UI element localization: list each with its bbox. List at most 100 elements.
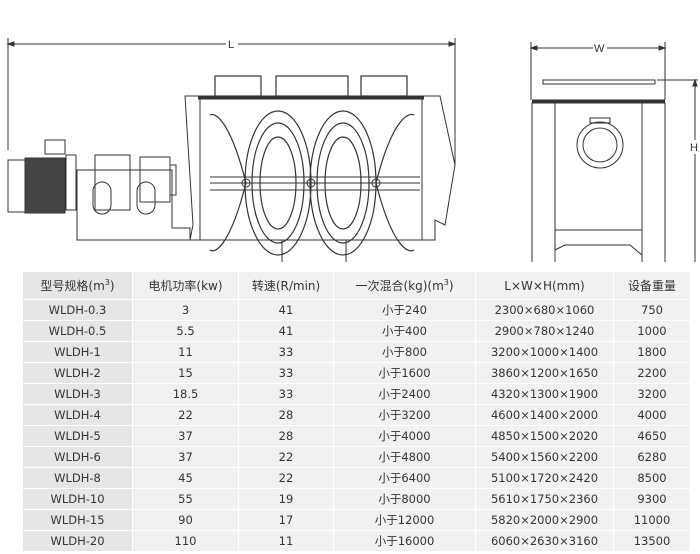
cell-dimensions: 5820×2000×2900 (475, 509, 614, 531)
length-dimension: L (6, 38, 457, 165)
cell-batch-capacity: 小于400 (333, 320, 476, 342)
cell-model: WLDH-3 (22, 383, 133, 405)
table-header-row: 型号规格(m3) 电机功率(kw) 转速(R/min) 一次混合(kg)(m3)… (22, 271, 691, 300)
cell-batch-capacity: 小于800 (333, 341, 476, 363)
cell-weight: 4650 (613, 425, 691, 447)
cell-speed: 17 (238, 509, 334, 531)
cell-speed: 28 (238, 425, 334, 447)
header-speed: 转速(R/min) (238, 271, 334, 300)
cell-dimensions: 5400×1560×2200 (475, 446, 614, 468)
header-batch-capacity: 一次混合(kg)(m3) (333, 271, 476, 300)
cell-model: WLDH-0.5 (22, 320, 133, 342)
cell-weight: 1000 (613, 320, 691, 342)
length-label: L (228, 39, 234, 51)
cell-batch-capacity: 小于8000 (333, 488, 476, 510)
mixer-technical-drawing: L W (6, 38, 698, 262)
cell-weight: 3200 (613, 383, 691, 405)
cell-dimensions: 6060×2630×3160 (475, 530, 614, 552)
cell-weight: 11000 (613, 509, 691, 531)
cell-speed: 28 (238, 404, 334, 426)
cell-batch-capacity: 小于240 (333, 299, 476, 321)
cell-dimensions: 4600×1400×2000 (475, 404, 614, 426)
width-dimension: W (529, 42, 667, 100)
cell-motor-power: 5.5 (132, 320, 239, 342)
cell-speed: 19 (238, 488, 334, 510)
cell-batch-capacity: 小于2400 (333, 383, 476, 405)
cell-speed: 41 (238, 299, 334, 321)
cell-weight: 13500 (613, 530, 691, 552)
cell-dimensions: 5610×1750×2360 (475, 488, 614, 510)
header-weight: 设备重量 (613, 271, 691, 300)
cell-model: WLDH-4 (22, 404, 133, 426)
cell-speed: 33 (238, 362, 334, 384)
cell-model: WLDH-1 (22, 341, 133, 363)
cell-motor-power: 90 (132, 509, 239, 531)
cell-batch-capacity: 小于1600 (333, 362, 476, 384)
cell-batch-capacity: 小于6400 (333, 467, 476, 489)
height-label: H (690, 142, 698, 154)
cell-batch-capacity: 小于16000 (333, 530, 476, 552)
cell-batch-capacity: 小于3200 (333, 404, 476, 426)
cell-motor-power: 18.5 (132, 383, 239, 405)
cell-dimensions: 5100×1720×2420 (475, 467, 614, 489)
cell-motor-power: 3 (132, 299, 239, 321)
cell-speed: 22 (238, 467, 334, 489)
cell-speed: 22 (238, 446, 334, 468)
cell-weight: 4000 (613, 404, 691, 426)
specification-table: 型号规格(m3) 电机功率(kw) 转速(R/min) 一次混合(kg)(m3)… (22, 271, 691, 552)
header-model: 型号规格(m3) (22, 271, 133, 300)
cell-speed: 33 (238, 383, 334, 405)
cell-dimensions: 3860×1200×1650 (475, 362, 614, 384)
front-view (7, 75, 456, 262)
cell-motor-power: 22 (132, 404, 239, 426)
cell-batch-capacity: 小于4800 (333, 446, 476, 468)
cell-model: WLDH-2 (22, 362, 133, 384)
cell-model: WLDH-20 (22, 530, 133, 552)
cell-weight: 6280 (613, 446, 691, 468)
cell-speed: 11 (238, 530, 334, 552)
cell-speed: 41 (238, 320, 334, 342)
cell-weight: 8500 (613, 467, 691, 489)
cell-weight: 1800 (613, 341, 691, 363)
cell-weight: 2200 (613, 362, 691, 384)
header-motor-power: 电机功率(kw) (132, 271, 239, 300)
cell-model: WLDH-0.3 (22, 299, 133, 321)
height-dimension: H (657, 78, 698, 262)
cell-model: WLDH-15 (22, 509, 133, 531)
cell-batch-capacity: 小于4000 (333, 425, 476, 447)
cell-motor-power: 37 (132, 425, 239, 447)
cell-dimensions: 2900×780×1240 (475, 320, 614, 342)
cell-speed: 33 (238, 341, 334, 363)
cell-dimensions: 2300×680×1060 (475, 299, 614, 321)
cell-motor-power: 55 (132, 488, 239, 510)
cell-model: WLDH-5 (22, 425, 133, 447)
cell-motor-power: 15 (132, 362, 239, 384)
cell-motor-power: 11 (132, 341, 239, 363)
side-view (531, 79, 666, 262)
cell-motor-power: 45 (132, 467, 239, 489)
cell-model: WLDH-10 (22, 488, 133, 510)
cell-motor-power: 37 (132, 446, 239, 468)
cell-motor-power: 110 (132, 530, 239, 552)
cell-model: WLDH-6 (22, 446, 133, 468)
cell-batch-capacity: 小于12000 (333, 509, 476, 531)
cell-dimensions: 4850×1500×2020 (475, 425, 614, 447)
header-dimensions: L×W×H(mm) (475, 271, 614, 300)
cell-weight: 750 (613, 299, 691, 321)
cell-dimensions: 4320×1300×1900 (475, 383, 614, 405)
width-label: W (594, 43, 605, 55)
cell-model: WLDH-8 (22, 467, 133, 489)
cell-weight: 9300 (613, 488, 691, 510)
